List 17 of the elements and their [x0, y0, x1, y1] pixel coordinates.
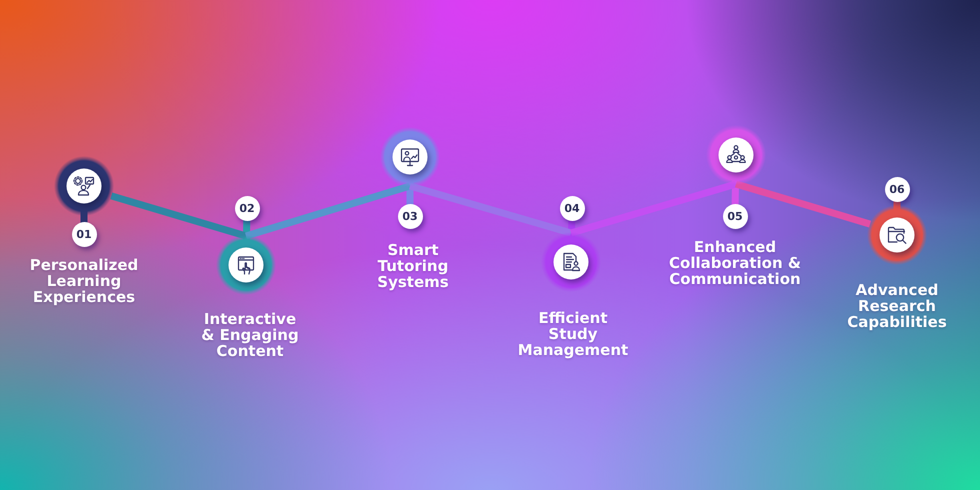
step-label: Smart Tutoring Systems	[376, 242, 450, 290]
connector-line	[409, 182, 572, 236]
step-label: Personalized Learning Experiences	[28, 257, 140, 305]
step-number: 06	[884, 176, 910, 202]
connector-line	[570, 180, 737, 236]
step-number: 04	[560, 196, 584, 220]
connector-line	[244, 182, 412, 240]
connector-line	[735, 180, 872, 228]
step-number: 02	[234, 196, 260, 220]
step-number: 05	[722, 204, 748, 228]
connector-line	[110, 192, 247, 240]
step-label: Efficient Study Management	[516, 310, 630, 358]
step-number: 01	[72, 222, 96, 246]
step-number: 03	[398, 204, 422, 228]
step-label: Enhanced Collaboration & Communication	[668, 239, 802, 287]
step-label: Advanced Research Capabilities	[846, 282, 948, 330]
step-label: Interactive & Engaging Content	[200, 311, 300, 359]
